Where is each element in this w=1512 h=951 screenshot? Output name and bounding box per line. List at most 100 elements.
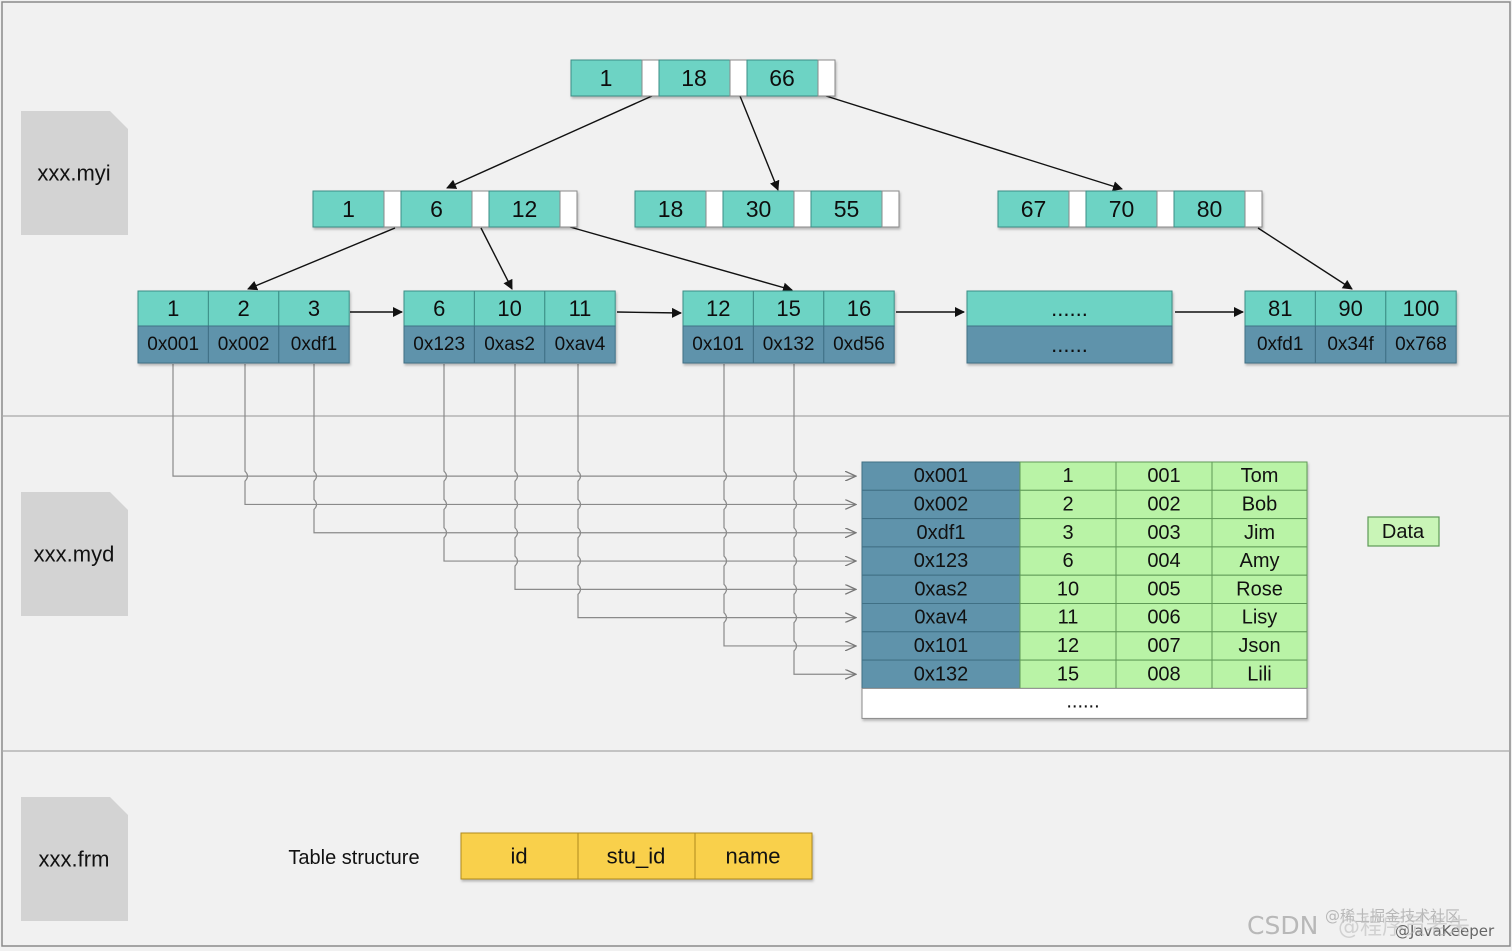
internal-key-cell	[810, 190, 883, 228]
leaf-addr: 0xdf1	[291, 334, 337, 355]
data-value: Lisy	[1242, 607, 1278, 629]
leaf-to-data-connectors	[172, 364, 856, 674]
data-value-cell	[1115, 631, 1213, 661]
internal-key: 70	[1109, 196, 1135, 222]
leaf-addr: 0xd56	[833, 334, 885, 355]
watermark-cn: @程序员老朱	[1338, 915, 1470, 940]
data-addr-cell	[861, 518, 1021, 548]
data-value-cell	[1211, 489, 1308, 520]
data-value: 1	[1062, 465, 1073, 487]
table-structure-label: Table structure	[288, 847, 419, 869]
root-key-cell: 1	[570, 59, 643, 97]
watermark: CSDN @稀土掘金技术社区 @JavaKeeper @程序员老朱	[1247, 907, 1495, 940]
leaf-key: 1	[167, 296, 179, 321]
data-addr: 0x002	[914, 493, 969, 515]
internal-pointer-slot	[559, 190, 578, 228]
data-value: 11	[1058, 607, 1079, 629]
index-leaf-node: 12 0x101 15 0x132 16 0xd56	[682, 290, 895, 364]
leaf-addr: 0xfd1	[1257, 334, 1303, 355]
leaf-key-cell	[1244, 290, 1316, 327]
data-legend-label: Data	[1382, 521, 1425, 543]
leaf-addr: 0x34f	[1327, 334, 1374, 355]
internal-pointer-slot	[881, 190, 900, 228]
leaf-addr-cell	[682, 325, 754, 364]
data-value-cell	[1211, 546, 1308, 576]
tree-pointers	[247, 95, 1353, 318]
pointer-node-to-leaf-6	[480, 227, 513, 290]
leaf-key: 81	[1268, 296, 1292, 321]
leaf-key: 2	[237, 296, 249, 321]
data-addr-cell	[861, 603, 1021, 633]
file-label-myd: xxx.myd	[34, 542, 115, 567]
leaf-key: 12	[706, 296, 730, 321]
leaf-key: 16	[847, 296, 871, 321]
data-value: 12	[1057, 635, 1079, 657]
data-value-cell	[1019, 489, 1117, 520]
leaf-key: 3	[308, 296, 320, 321]
root-key-cell: 18	[658, 59, 731, 97]
data-value: 007	[1147, 635, 1180, 657]
root-pointer-slot	[641, 59, 660, 97]
internal-pointer-slot	[705, 190, 724, 228]
data-addr: 0xav4	[914, 607, 967, 629]
index-leaf-node: ............	[966, 290, 1173, 364]
internal-pointer-slot	[793, 190, 812, 228]
leaf-addr-cell	[544, 325, 616, 364]
structure-column-cell	[577, 832, 696, 880]
structure-column-id: id	[510, 844, 527, 869]
data-value: Jim	[1244, 522, 1275, 544]
internal-key: 80	[1197, 196, 1223, 222]
leaf-addr-ellipsis: ......	[1051, 332, 1088, 357]
structure-column-cell	[460, 832, 579, 880]
data-value: Rose	[1236, 578, 1283, 600]
leaf-link-2	[616, 307, 682, 318]
data-value: 003	[1147, 522, 1180, 544]
leaf-key-cell	[544, 290, 616, 327]
data-value: 006	[1147, 607, 1180, 629]
leaf-key: 15	[776, 296, 800, 321]
addr-to-row-connector	[244, 364, 856, 504]
data-value-cell	[1019, 631, 1117, 661]
addr-to-row-connector	[172, 364, 856, 476]
leaf-addr-cell	[752, 325, 825, 364]
data-value: 3	[1062, 522, 1073, 544]
leaf-addr: 0x132	[763, 334, 815, 355]
addr-to-row-connector	[514, 364, 856, 589]
data-row	[861, 659, 1308, 689]
leaf-addr: 0x123	[413, 334, 465, 355]
leaf-key: 90	[1338, 296, 1362, 321]
leaf-addr-cell	[1244, 325, 1316, 364]
data-row	[861, 603, 1308, 633]
file-icon-frm: xxx.frm	[21, 797, 128, 921]
data-addr: 0xdf1	[917, 522, 966, 544]
data-value: 008	[1147, 663, 1180, 685]
data-value-cell	[1115, 659, 1213, 689]
addr-to-row-connector	[577, 364, 856, 618]
data-addr-cell	[861, 546, 1021, 576]
root-key-1: 1	[600, 65, 613, 91]
data-value: 005	[1147, 578, 1180, 600]
data-addr: 0x001	[914, 465, 969, 487]
internal-key: 12	[512, 196, 538, 222]
data-value: Lili	[1247, 663, 1271, 685]
leaf-addr-cell	[207, 325, 280, 364]
internal-key: 18	[658, 196, 684, 222]
data-value: 10	[1057, 578, 1079, 600]
leaf-addr-cell	[403, 325, 475, 364]
data-row	[861, 631, 1308, 661]
data-value-cell	[1019, 546, 1117, 576]
leaf-addr: 0x101	[692, 334, 744, 355]
leaf-addr-cell	[278, 325, 350, 364]
data-row	[861, 574, 1308, 605]
data-value: 002	[1147, 493, 1180, 515]
data-value-cell	[1211, 603, 1308, 633]
data-value-cell	[1115, 603, 1213, 633]
internal-key: 55	[834, 196, 860, 222]
index-leaf-nodes: 10x00120x00230xdf160x123100xas2110xav412…	[137, 290, 1457, 364]
addr-to-row-connector	[313, 364, 856, 533]
leaf-key: 10	[497, 296, 521, 321]
